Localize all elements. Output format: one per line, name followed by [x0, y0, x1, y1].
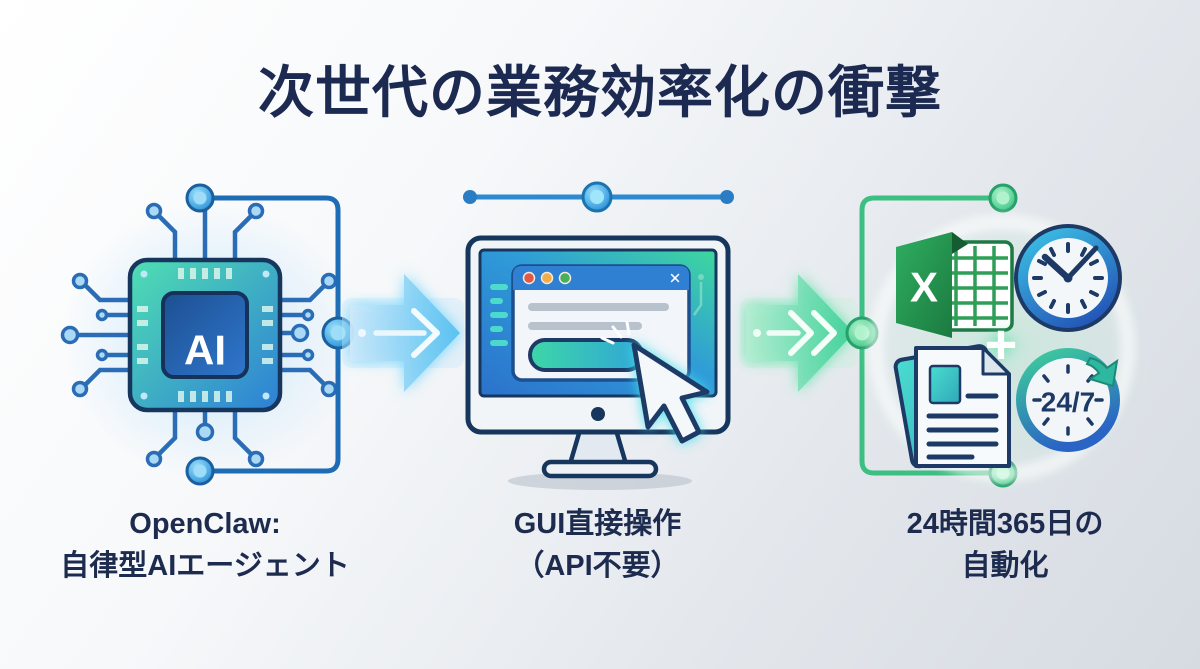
browser-dot-red [522, 271, 536, 285]
cursor-arrow-icon [631, 342, 710, 444]
caption-step-2-line-1: GUI直接操作 [513, 508, 682, 540]
caption-step-3-line-2: 自動化 [961, 550, 1049, 583]
caption-step-2: GUI直接操作 （API不要） [440, 503, 755, 587]
monitor-stand-base [541, 459, 659, 479]
chip-inner-square [161, 291, 249, 379]
automation-tools-cluster: X + [868, 214, 1136, 482]
browser-dot-yellow [540, 271, 554, 285]
browser-dot-green [558, 271, 572, 285]
circuit-traces [75, 204, 328, 458]
clock-minute-hand [1065, 245, 1099, 281]
badge-24-7-icon: 24/7 [1016, 348, 1120, 452]
clock-ticks [1032, 242, 1104, 314]
chip-pins [137, 268, 273, 402]
caption-step-3-line-1: 24時間365日の [906, 508, 1104, 540]
screen-sidebar-bars [490, 284, 508, 346]
caption-step-2-line-2: （API不要） [515, 550, 680, 583]
badge-ticks [1032, 364, 1104, 436]
caption-step-1-line-2: 自律型AIエージェント [60, 550, 350, 583]
click-spark [600, 320, 631, 345]
caption-step-3: 24時間365日の 自動化 [845, 503, 1165, 587]
browser-close-icon: ✕ [669, 271, 682, 288]
ai-chip-icon: AI [60, 190, 338, 468]
monitor-cursor-icon: ✕ [463, 181, 734, 490]
excel-icon: X [896, 232, 1014, 338]
monitor-stand-neck [566, 427, 630, 467]
monitor-chin-dot [591, 407, 605, 421]
clock-hour-hand [1041, 253, 1072, 282]
documents-icon [893, 344, 1011, 469]
screen-circuit-decoration [692, 274, 704, 316]
caption-step-1: OpenClaw: 自律型AIエージェント [10, 503, 400, 587]
connector-line-top [463, 181, 734, 213]
badge-24-7-label: 24/7 [1041, 387, 1096, 418]
flow-arrow-blue-icon [342, 274, 464, 392]
cluster-ring-glow [868, 214, 1136, 482]
connector-bracket-blue [185, 183, 355, 486]
flow-arrow-green-icon [740, 274, 858, 392]
chip-corner-dots [140, 270, 270, 400]
clock-icon [1014, 224, 1122, 332]
document-text-lines [926, 393, 999, 460]
excel-x-letter: X [910, 264, 938, 311]
badge-rotation-arrowhead [1085, 356, 1119, 388]
browser-action-button [528, 338, 644, 372]
caption-step-1-line-1: OpenClaw: [129, 508, 281, 540]
chip-ai-label: AI [184, 327, 226, 374]
page-title: 次世代の業務効率化の衝撃 [258, 61, 942, 124]
